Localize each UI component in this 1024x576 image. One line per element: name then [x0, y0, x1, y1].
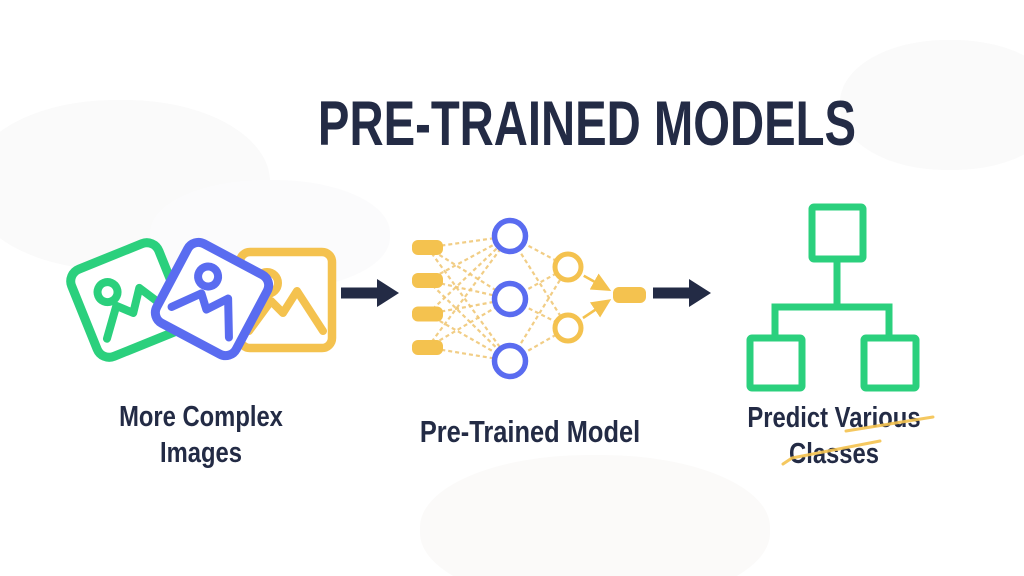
photo-frame-blue-icon	[150, 237, 274, 361]
right-arrow-icon	[653, 279, 711, 307]
network-node-hidden-layer-2	[552, 251, 584, 283]
network-node-hidden-layer-2	[552, 312, 584, 344]
network-node-input-layer	[412, 273, 443, 288]
neural-network-icon	[412, 217, 646, 380]
page-title: PRE-TRAINED MODELS	[317, 89, 857, 160]
network-connection-dashed	[426, 279, 511, 362]
class-hierarchy-tree-icon	[746, 203, 920, 392]
right-arrow-icon	[341, 279, 399, 307]
tree-child-node	[860, 334, 920, 392]
overlapping-photo-frames-icon	[66, 237, 337, 362]
tree-child-node	[746, 334, 806, 392]
network-node-hidden-layer-1	[491, 280, 529, 318]
network-connection-arrow	[583, 273, 612, 291]
network-connection-dashed	[509, 266, 569, 362]
photo-frame-green-icon	[66, 238, 190, 362]
network-connection-dashed	[426, 235, 511, 349]
network-node-input-layer	[412, 340, 443, 355]
network-connection-dashed	[426, 246, 511, 362]
step-label-pre-trained-model: Pre-Trained Model	[419, 414, 641, 449]
step-label-more-complex-images: More Complex Images	[119, 401, 283, 469]
network-node-input-layer	[412, 240, 443, 255]
network-connection-dashed	[426, 246, 511, 300]
step-label-predict-various-classes: Predict Various Classes	[747, 402, 921, 470]
network-node-hidden-layer-1	[491, 217, 529, 255]
network-node-hidden-layer-1	[491, 342, 529, 380]
network-node-output-layer	[613, 287, 646, 303]
network-connection-arrow	[582, 299, 612, 320]
tree-parent-node	[808, 203, 867, 263]
network-node-input-layer	[412, 306, 443, 322]
network-connection-dashed	[426, 235, 511, 315]
